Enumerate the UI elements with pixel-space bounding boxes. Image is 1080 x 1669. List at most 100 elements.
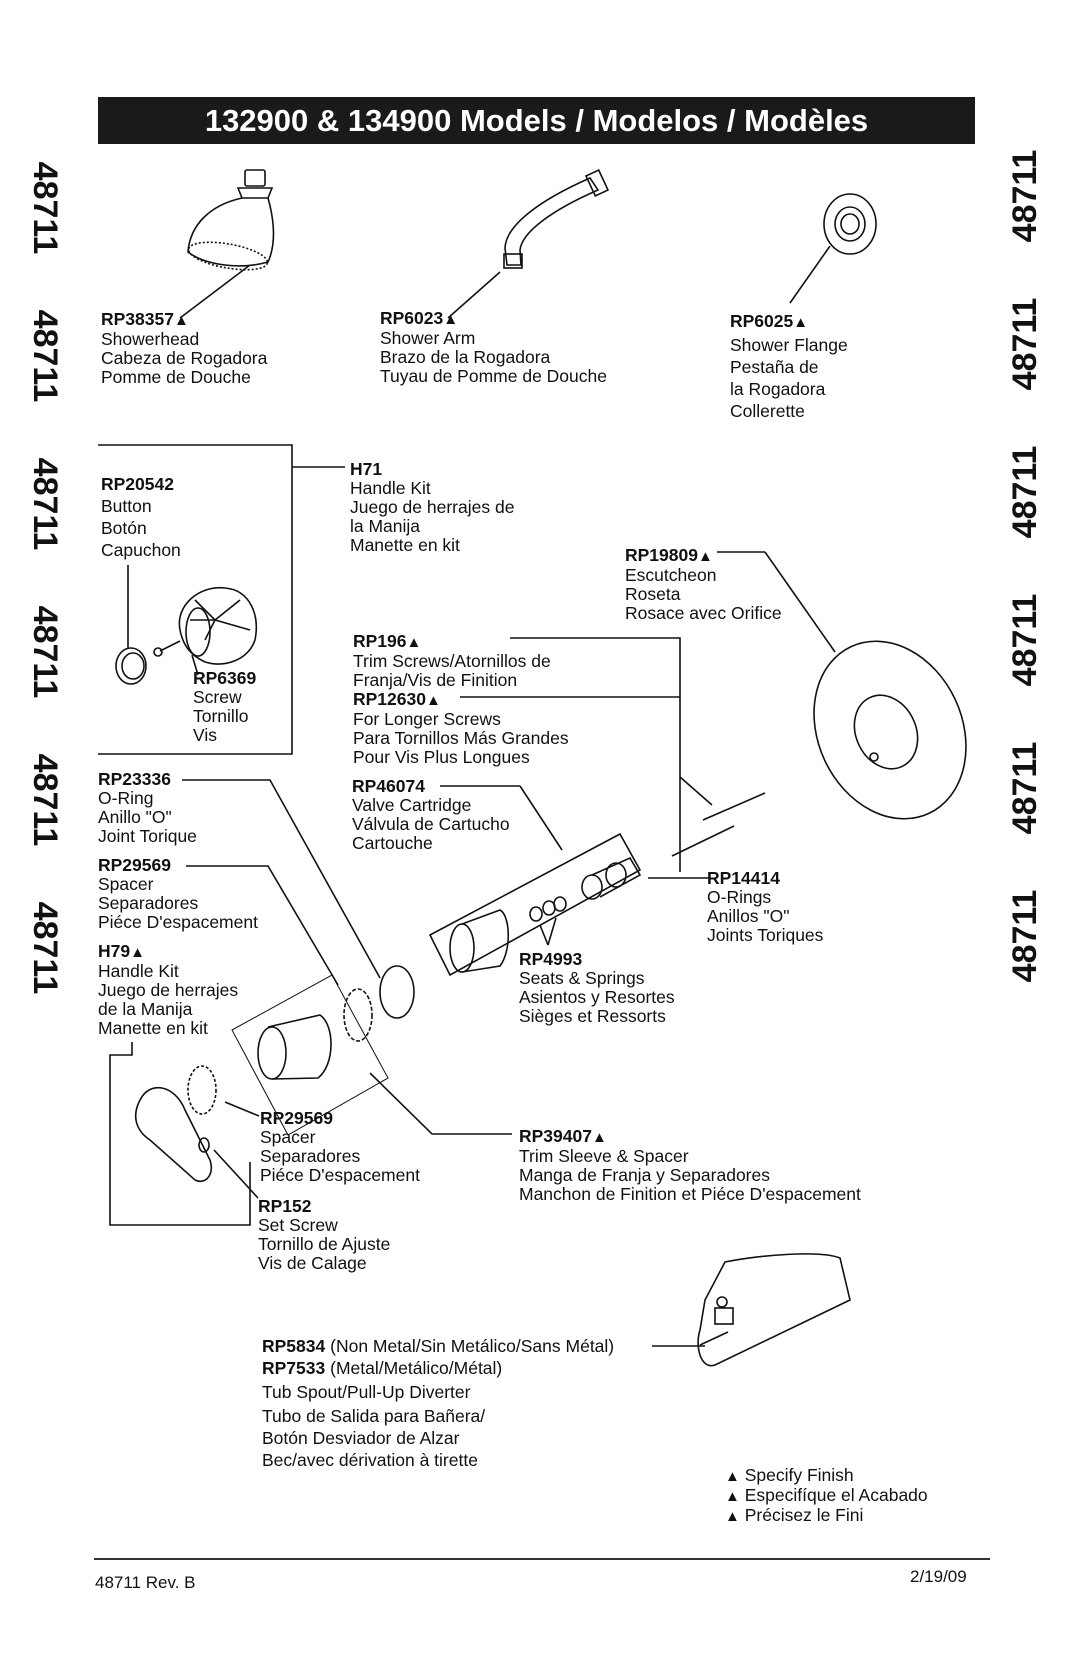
finish-note-fr: Précisez le Fini bbox=[744, 1505, 864, 1525]
part-label-oring: RP23336 O-Ring Anillo "O" Joint Torique bbox=[98, 770, 197, 846]
seats-springs-drawing bbox=[529, 896, 567, 946]
part-name-fr: Vis de Calage bbox=[258, 1253, 367, 1273]
showerhead-drawing bbox=[179, 169, 275, 319]
part-name-es: Tornillo bbox=[193, 706, 249, 726]
part-number: RP39407 bbox=[519, 1126, 592, 1146]
part-label-tub-spout: RP5834 (Non Metal/Sin Metálico/Sans Méta… bbox=[262, 1335, 614, 1471]
part-number: RP46074 bbox=[352, 776, 425, 796]
part-name-fr: Capuchon bbox=[101, 540, 181, 560]
part-name-fr: Rosace avec Orifice bbox=[625, 603, 782, 623]
part-name-fr: Manchon de Finition et Piéce D'espacemen… bbox=[519, 1184, 861, 1204]
part-number: H71 bbox=[350, 459, 383, 479]
part-number: RP38357 bbox=[101, 309, 174, 329]
part-label-cartridge: RP46074 Valve Cartridge Válvula de Cartu… bbox=[352, 777, 510, 853]
part-name-es: Botón bbox=[101, 518, 147, 538]
finish-triangle: ▲ bbox=[443, 311, 459, 328]
part-name-es: Separadores bbox=[98, 893, 199, 913]
part-number: RP19809 bbox=[625, 545, 698, 565]
tub-spout-drawing bbox=[652, 1253, 851, 1367]
part-name-fr: Tuyau de Pomme de Douche bbox=[380, 366, 607, 386]
shower-flange-drawing bbox=[789, 193, 877, 304]
finish-note: ▲ Specify Finish ▲ Especifíque el Acabad… bbox=[725, 1466, 928, 1526]
part-name-es: Manga de Franja y Separadores bbox=[519, 1165, 770, 1185]
part-number: RP5834 bbox=[262, 1336, 326, 1356]
part-name-en: Trim Sleeve & Spacer bbox=[519, 1146, 689, 1166]
part-number: RP196 bbox=[353, 631, 407, 651]
part-name-en: Handle Kit bbox=[98, 961, 179, 981]
finish-note-en: Specify Finish bbox=[744, 1465, 854, 1485]
finish-triangle: ▲ bbox=[130, 944, 145, 961]
cartridge-drawing bbox=[449, 909, 510, 973]
footer-date: 2/19/09 bbox=[910, 1567, 967, 1586]
part-number: RP4993 bbox=[519, 949, 583, 969]
part-label-h79: H79▲ Handle Kit Juego de herrajes de la … bbox=[98, 942, 238, 1038]
part-name-fr: Sièges et Ressorts bbox=[519, 1006, 666, 1026]
spacer-drawing bbox=[343, 988, 373, 1042]
part-number: RP6023 bbox=[380, 308, 444, 328]
part-number: RP6369 bbox=[193, 668, 257, 688]
part-number: RP152 bbox=[258, 1196, 312, 1216]
part-name-fr: Joint Torique bbox=[98, 826, 197, 846]
part-number: RP29569 bbox=[98, 855, 171, 875]
part-name-fr: Manette en kit bbox=[350, 535, 460, 555]
part-name-es: Pestaña de bbox=[730, 357, 819, 377]
orings-drawing bbox=[581, 856, 710, 900]
part-name-en: For Longer Screws bbox=[353, 709, 501, 729]
escutcheon-drawing bbox=[717, 551, 967, 820]
part-number: RP6025 bbox=[730, 311, 794, 331]
part-number: RP29569 bbox=[260, 1108, 333, 1128]
part-name-es: Cabeza de Rogadora bbox=[101, 348, 268, 368]
part-label-spacer-2: RP29569 Spacer Separadores Piéce D'espac… bbox=[260, 1109, 420, 1185]
part-label-shower-arm: RP6023▲ Shower Arm Brazo de la Rogadora … bbox=[380, 309, 607, 386]
part-name-fr: Joints Toriques bbox=[707, 925, 824, 945]
part-name-es: Anillos "O" bbox=[707, 906, 790, 926]
finish-triangle: ▲ bbox=[725, 1488, 740, 1505]
part-number: RP7533 bbox=[262, 1358, 326, 1378]
part-name-en: Shower Arm bbox=[380, 328, 476, 348]
part-name-es: la Rogadora bbox=[730, 379, 826, 399]
finish-triangle: ▲ bbox=[591, 1129, 607, 1146]
part-name-es: Tubo de Salida para Bañera/ bbox=[262, 1406, 486, 1426]
footer-rule bbox=[94, 1558, 990, 1560]
part-name-en: Valve Cartridge bbox=[352, 795, 472, 815]
part-name-fr: Pomme de Douche bbox=[101, 367, 251, 387]
part-name-en: Spacer bbox=[260, 1127, 316, 1147]
trim-sleeve-drawing bbox=[257, 1014, 332, 1080]
finish-triangle: ▲ bbox=[725, 1468, 740, 1485]
part-name-en: Seats & Springs bbox=[519, 968, 645, 988]
part-name-en: Shower Flange bbox=[730, 335, 848, 355]
part-variant-note: (Non Metal/Sin Metálico/Sans Métal) bbox=[330, 1336, 615, 1356]
part-name-fr: Cartouche bbox=[352, 833, 433, 853]
oring-drawing bbox=[379, 965, 415, 1019]
finish-triangle: ▲ bbox=[406, 634, 422, 651]
part-name-fr: Pour Vis Plus Longues bbox=[353, 747, 530, 767]
part-name-en: Handle Kit bbox=[350, 478, 431, 498]
finish-note-es: Especifíque el Acabado bbox=[744, 1485, 928, 1505]
part-name-es: Anillo "O" bbox=[98, 807, 172, 827]
page-title: 132900 & 134900 Models / Modelos / Modèl… bbox=[98, 97, 975, 144]
finish-triangle: ▲ bbox=[793, 314, 809, 331]
finish-triangle: ▲ bbox=[425, 692, 441, 709]
part-name-en: O-Ring bbox=[98, 788, 154, 808]
footer-document-number: 48711 Rev. B bbox=[95, 1573, 196, 1592]
part-label-seats: RP4993 Seats & Springs Asientos y Resort… bbox=[519, 950, 675, 1026]
part-name-es: Tornillo de Ajuste bbox=[258, 1234, 391, 1254]
part-name-es: Roseta bbox=[625, 584, 681, 604]
part-name-fr: Manette en kit bbox=[98, 1018, 208, 1038]
part-name-en: Escutcheon bbox=[625, 565, 717, 585]
part-name-es: Para Tornillos Más Grandes bbox=[353, 728, 569, 748]
lever-handle-drawing bbox=[134, 1065, 217, 1182]
handle-knob-drawing bbox=[178, 586, 257, 665]
part-label-shower-flange: RP6025▲ Shower Flange Pestaña de la Roga… bbox=[730, 310, 848, 422]
button-drawing bbox=[115, 565, 147, 685]
part-name-fr: Vis bbox=[193, 725, 217, 745]
part-label-trim-sleeve: RP39407▲ Trim Sleeve & Spacer Manga de F… bbox=[519, 1127, 861, 1204]
part-label-h71: H71 Handle Kit Juego de herrajes de la M… bbox=[350, 460, 514, 555]
part-name-es: la Manija bbox=[350, 516, 421, 536]
part-name-en: Button bbox=[101, 496, 152, 516]
part-number: RP20542 bbox=[101, 474, 174, 494]
part-number: RP23336 bbox=[98, 769, 171, 789]
part-name-es: Juego de herrajes de bbox=[350, 497, 515, 517]
part-label-spacer: RP29569 Spacer Separadores Piéce D'espac… bbox=[98, 856, 258, 932]
